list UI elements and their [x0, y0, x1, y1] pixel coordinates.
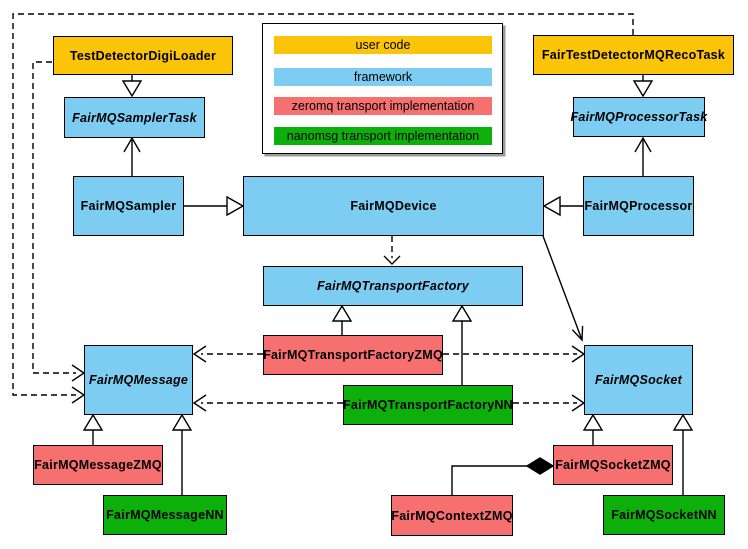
edge-digiloader-inherits-samplertask: [121, 75, 143, 98]
edge-socketzmq-inherits-socket: [582, 413, 604, 445]
edge-socketzmq-composes-contextzmq: [451, 457, 555, 495]
node-fairmqsamplertask: FairMQSamplerTask: [64, 97, 205, 138]
legend: user code framework zeromq transport imp…: [262, 23, 503, 154]
node-fairmqdevice: FairMQDevice: [243, 176, 544, 236]
node-fairmqtransportfactorynn: FairMQTransportFactoryNN: [343, 385, 513, 425]
legend-item-user-code: user code: [274, 36, 492, 54]
edge-processor-assoc-processortask: [634, 136, 652, 176]
node-fairmqmessagenn: FairMQMessageNN: [103, 495, 227, 535]
legend-item-zeromq: zeromq transport implementation: [274, 97, 492, 115]
node-fairmqprocessortask: FairMQProcessorTask: [571, 97, 707, 137]
edge-factorynn-inherits-transportfactory: [451, 304, 473, 385]
node-fairmqsocket: FairMQSocket: [584, 345, 693, 415]
edge-factorynn-depends-socket: [513, 394, 586, 412]
edge-messagenn-inherits-message: [171, 413, 193, 495]
legend-item-nanomsg: nanomsg transport implementation: [274, 127, 492, 145]
node-fairmqmessage: FairMQMessage: [84, 345, 193, 415]
edge-messagezmq-inherits-message: [82, 413, 104, 445]
node-fairtestdetectormqrecotask: FairTestDetectorMQRecoTask: [533, 35, 734, 75]
edge-recotask-inherits-processortask: [632, 75, 654, 98]
node-fairmqtransportfactoryzmq: FairMQTransportFactoryZMQ: [263, 335, 443, 375]
edge-device-assoc-socket: [542, 235, 584, 342]
node-fairmqsocketzmq: FairMQSocketZMQ: [553, 445, 673, 485]
node-fairmqmessagezmq: FairMQMessageZMQ: [33, 445, 163, 485]
node-fairmqcontextzmq: FairMQContextZMQ: [391, 495, 513, 536]
node-fairmqprocessor: FairMQProcessor: [583, 176, 694, 236]
edge-device-depends-transportfactory: [383, 236, 401, 265]
edge-processor-inherits-device: [542, 195, 583, 217]
node-testdetectordigiloader: TestDetectorDigiLoader: [53, 36, 233, 75]
edge-factoryzmq-depends-message: [192, 345, 263, 363]
edge-factorynn-depends-message: [192, 394, 343, 412]
node-fairmqsampler: FairMQSampler: [73, 176, 184, 236]
node-fairmqsocketnn: FairMQSocketNN: [603, 495, 725, 535]
edge-factoryzmq-inherits-transportfactory: [331, 304, 353, 335]
legend-item-framework: framework: [274, 68, 492, 86]
edge-sampler-inherits-device: [184, 195, 245, 217]
node-fairmqtransportfactory: FairMQTransportFactory: [263, 266, 523, 306]
edge-sampler-assoc-samplertask: [123, 136, 141, 176]
edge-factoryzmq-depends-socket: [443, 345, 586, 363]
edge-socketnn-inherits-socket: [672, 413, 694, 495]
